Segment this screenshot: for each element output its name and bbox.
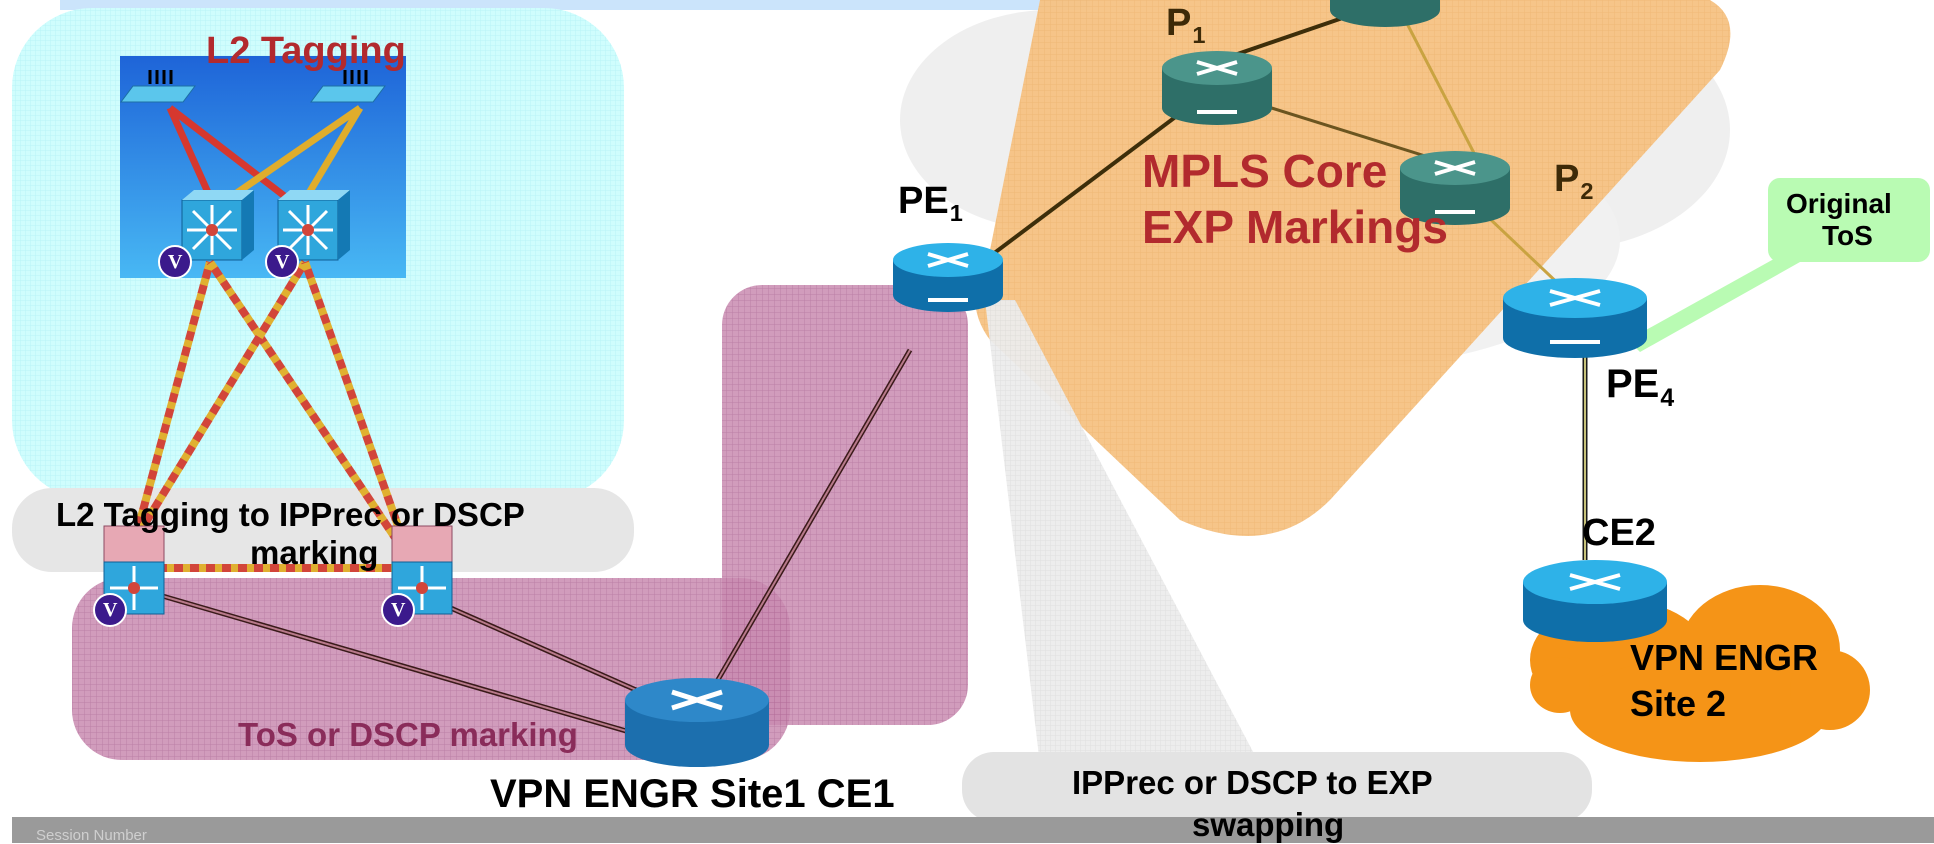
ce2-label: CE2 — [1582, 512, 1656, 554]
site2-label-line2: Site 2 — [1630, 683, 1727, 724]
workgroup-switch-icon — [310, 70, 386, 103]
vpn-site2-cloud — [1530, 585, 1870, 762]
vlan-badge-icon — [381, 593, 415, 627]
pe4-text: PE — [1606, 362, 1660, 406]
original-tos-pointer — [1628, 250, 1800, 352]
p1-text: P — [1166, 2, 1192, 44]
workgroup-switch-icon — [120, 70, 196, 103]
pe1-label: PE1 — [898, 180, 963, 225]
router-icon — [1162, 51, 1272, 125]
p1-label: P1 — [1166, 2, 1205, 47]
l2-translation-band — [12, 488, 634, 572]
router-icon — [1330, 0, 1440, 27]
session-number: Session Number — [36, 827, 147, 844]
exp-markings-label: EXP Markings — [1142, 201, 1448, 253]
p2-subscript: 2 — [1580, 178, 1594, 205]
mpls-core-zone — [975, 0, 1731, 536]
vlan-badge-label: V — [391, 599, 406, 621]
original-tos-label: Original — [1786, 188, 1892, 219]
router-icon — [893, 243, 1003, 312]
mpls-core-label: MPLS Core — [1142, 145, 1388, 197]
p2-text: P — [1554, 158, 1580, 200]
ce1-uplink-zone — [722, 285, 968, 725]
original-tos-callout — [1768, 178, 1930, 262]
router-icon — [1503, 278, 1647, 358]
multilayer-switch-icon — [391, 525, 453, 615]
vlan-badge-label: V — [168, 251, 183, 273]
vlan-badge-icon — [93, 593, 127, 627]
ipprec-to-exp-label: IPPrec or DSCP to EXP — [1072, 764, 1433, 801]
p1-subscript: 1 — [1192, 22, 1206, 49]
top-banner-strip — [60, 0, 1090, 10]
router-icon — [1400, 151, 1510, 225]
pe1-subscript: 1 — [949, 200, 963, 227]
l2-tagging-label: L2 Tagging — [206, 30, 406, 72]
site2-label: VPN ENGR — [1630, 637, 1819, 678]
vlan-badge-label: V — [103, 599, 118, 621]
footer-bar: Session Number — [12, 817, 1934, 844]
multilayer-switch-icon — [103, 525, 165, 615]
l2-to-ipprec-label-line2: marking — [250, 534, 379, 571]
pe4-label: PE4 — [1606, 362, 1674, 411]
ipprec-to-exp-label-line2-overlay: swapping — [1192, 806, 1345, 843]
router-icon — [1523, 560, 1667, 642]
site1-ce1-label: VPN ENGR Site1 CE1 — [490, 772, 895, 816]
p2-label: P2 — [1554, 158, 1593, 203]
vlan-badge-icon — [158, 245, 192, 279]
exp-swapping-band — [962, 752, 1592, 822]
original-tos-label-line2: ToS — [1822, 220, 1873, 251]
tos-dscp-marking-label: ToS or DSCP marking — [238, 716, 578, 753]
multilayer-switch-icon — [181, 190, 254, 261]
vlan-badge-icon — [265, 245, 299, 279]
pe4-subscript: 4 — [1660, 384, 1675, 412]
exp-swapping-wedge — [985, 300, 1260, 765]
router-icon — [625, 678, 769, 767]
pe1-text: PE — [898, 180, 949, 222]
l2-to-ipprec-label: L2 Tagging to IPPrec or DSCP — [56, 496, 525, 533]
vlan-badge-label: V — [275, 251, 290, 273]
